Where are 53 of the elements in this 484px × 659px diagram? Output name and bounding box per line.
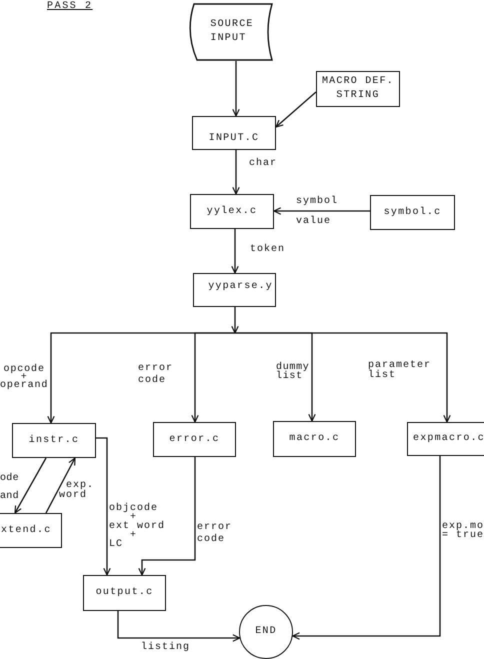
edge-label: exp. word <box>59 481 94 501</box>
edge-label: listing <box>141 642 190 654</box>
node-label: error.c <box>169 432 220 446</box>
arrow <box>292 456 441 640</box>
node-label: xtend.c <box>1 524 52 538</box>
process-box <box>370 195 455 230</box>
node-label: expmacro.c <box>413 432 484 446</box>
process-box <box>273 421 356 457</box>
node-label: macro.c <box>289 432 340 446</box>
process-box <box>407 422 484 456</box>
node-label: SOURCE INPUT <box>210 18 254 46</box>
node-label: instr.c <box>28 434 80 448</box>
node-label: output.c <box>96 586 154 600</box>
arrow <box>273 207 370 215</box>
edge-label: parameter list <box>368 361 432 381</box>
node-label: symbol.c <box>384 206 442 220</box>
diagram-title: PASS 2 <box>47 1 93 13</box>
arrow <box>45 457 76 514</box>
arrow <box>231 229 239 274</box>
arrow <box>232 61 240 117</box>
arrow <box>14 458 47 514</box>
process-box <box>193 273 276 307</box>
terminal-circle <box>239 605 293 659</box>
edge-label: opcode + operand <box>0 366 48 390</box>
edge-label: exp.mo = true <box>442 522 484 540</box>
process-box <box>192 116 276 150</box>
edge-label: ode and <box>0 474 19 502</box>
process-box <box>83 575 166 611</box>
edge-label: char <box>249 158 278 170</box>
arrow <box>275 92 316 128</box>
process-box <box>316 71 400 107</box>
arrow <box>138 457 196 576</box>
arrow <box>232 150 240 195</box>
node-label: INPUT.C <box>208 132 260 146</box>
edge-label: error code <box>197 522 232 546</box>
process-box <box>153 422 236 457</box>
process-box <box>190 194 274 229</box>
edge-label: symbol value <box>296 194 338 229</box>
node-label: yylex.c <box>206 204 258 218</box>
node-label: END <box>255 625 277 639</box>
arrow <box>231 307 239 334</box>
process-box <box>12 423 96 458</box>
edge-label: error code <box>138 363 174 387</box>
edge-label: objcode + ext word + LC <box>109 505 166 550</box>
arrow <box>117 611 240 642</box>
process-box <box>0 513 62 548</box>
edge-label: dummy list <box>276 363 310 381</box>
arrow <box>191 332 235 423</box>
arrow <box>235 332 451 423</box>
edge-label: token <box>250 244 286 256</box>
node-label: yyparse.y <box>208 280 273 294</box>
node-label: MACRO DEF. STRING <box>322 75 394 103</box>
arrow <box>96 437 111 576</box>
